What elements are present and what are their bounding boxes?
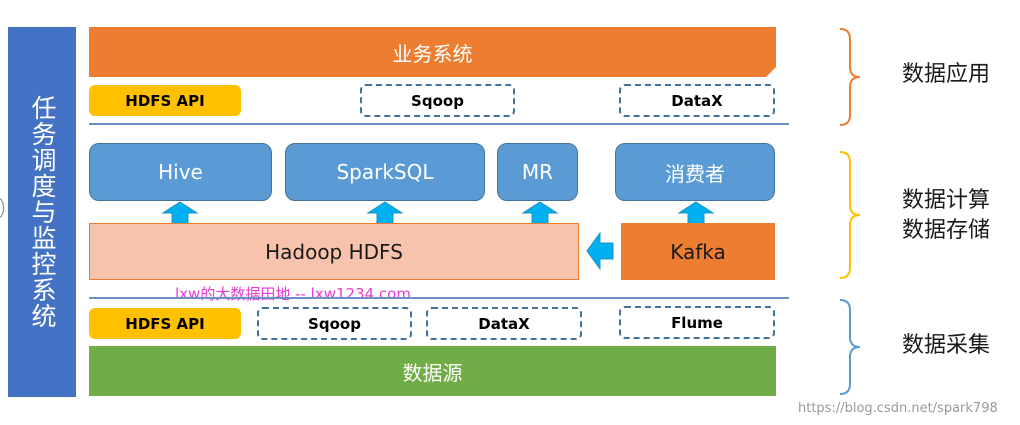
kafka-box: Kafka: [621, 223, 775, 280]
center-watermark: lxw的大数据田地 -- lxw1234.com: [175, 285, 411, 303]
mr-box: MR: [497, 143, 578, 201]
collect-hdfs-api-label: HDFS API: [125, 314, 205, 333]
data-source-label: 数据源: [402, 360, 463, 385]
consumer-label: 消费者: [665, 161, 725, 186]
business-system-bar: 业务系统: [89, 27, 776, 77]
compute-brace-icon: [839, 151, 861, 279]
collect-hdfs-api-box: HDFS API: [89, 308, 241, 339]
scheduler-label: 任务调度与监控系统: [28, 95, 57, 329]
app-sqoop-box: Sqoop: [360, 84, 515, 117]
kafka-label: Kafka: [670, 239, 726, 264]
left-arrow-icon: [586, 232, 614, 270]
collect-brace-label: 数据采集: [902, 333, 991, 358]
sparksql-label: SparkSQL: [336, 160, 434, 184]
compute-brace-label-2: 数据存储: [902, 218, 991, 243]
mr-label: MR: [521, 160, 554, 184]
app-divider: [89, 123, 789, 125]
collect-brace-icon: [839, 299, 861, 395]
data-source-bar: 数据源: [89, 346, 776, 396]
collect-datax-label: DataX: [478, 314, 530, 333]
collect-flume-box: Flume: [619, 306, 775, 339]
up-arrow-icon: [162, 201, 198, 225]
hive-box: Hive: [89, 143, 272, 201]
collect-sqoop-box: Sqoop: [257, 307, 412, 340]
up-arrow-icon: [367, 201, 403, 225]
hadoop-hdfs-label: Hadoop HDFS: [265, 239, 403, 264]
hive-label: Hive: [158, 160, 203, 184]
app-brace-label: 数据应用: [902, 62, 991, 87]
collect-flume-label: Flume: [671, 313, 723, 332]
collect-datax-box: DataX: [426, 307, 582, 340]
business-system-label: 业务系统: [392, 41, 473, 66]
edge-circle: [0, 198, 4, 218]
collect-sqoop-label: Sqoop: [308, 314, 361, 333]
folded-corner: [766, 67, 776, 77]
app-hdfs-api-label: HDFS API: [125, 91, 205, 110]
hadoop-hdfs-box: Hadoop HDFS: [89, 223, 579, 280]
scheduler-column: 任务调度与监控系统: [8, 27, 76, 397]
app-datax-box: DataX: [619, 84, 775, 117]
up-arrow-icon: [678, 201, 714, 225]
collect-divider: [89, 297, 789, 299]
app-datax-label: DataX: [671, 91, 723, 110]
sparksql-box: SparkSQL: [285, 143, 485, 201]
up-arrow-icon: [522, 201, 558, 225]
app-brace-icon: [839, 28, 861, 126]
app-sqoop-label: Sqoop: [411, 91, 464, 110]
app-hdfs-api-box: HDFS API: [89, 85, 241, 116]
consumer-box: 消费者: [615, 143, 775, 201]
corner-watermark: https://blog.csdn.net/spark798: [798, 401, 998, 416]
compute-brace-label-1: 数据计算: [902, 188, 991, 213]
